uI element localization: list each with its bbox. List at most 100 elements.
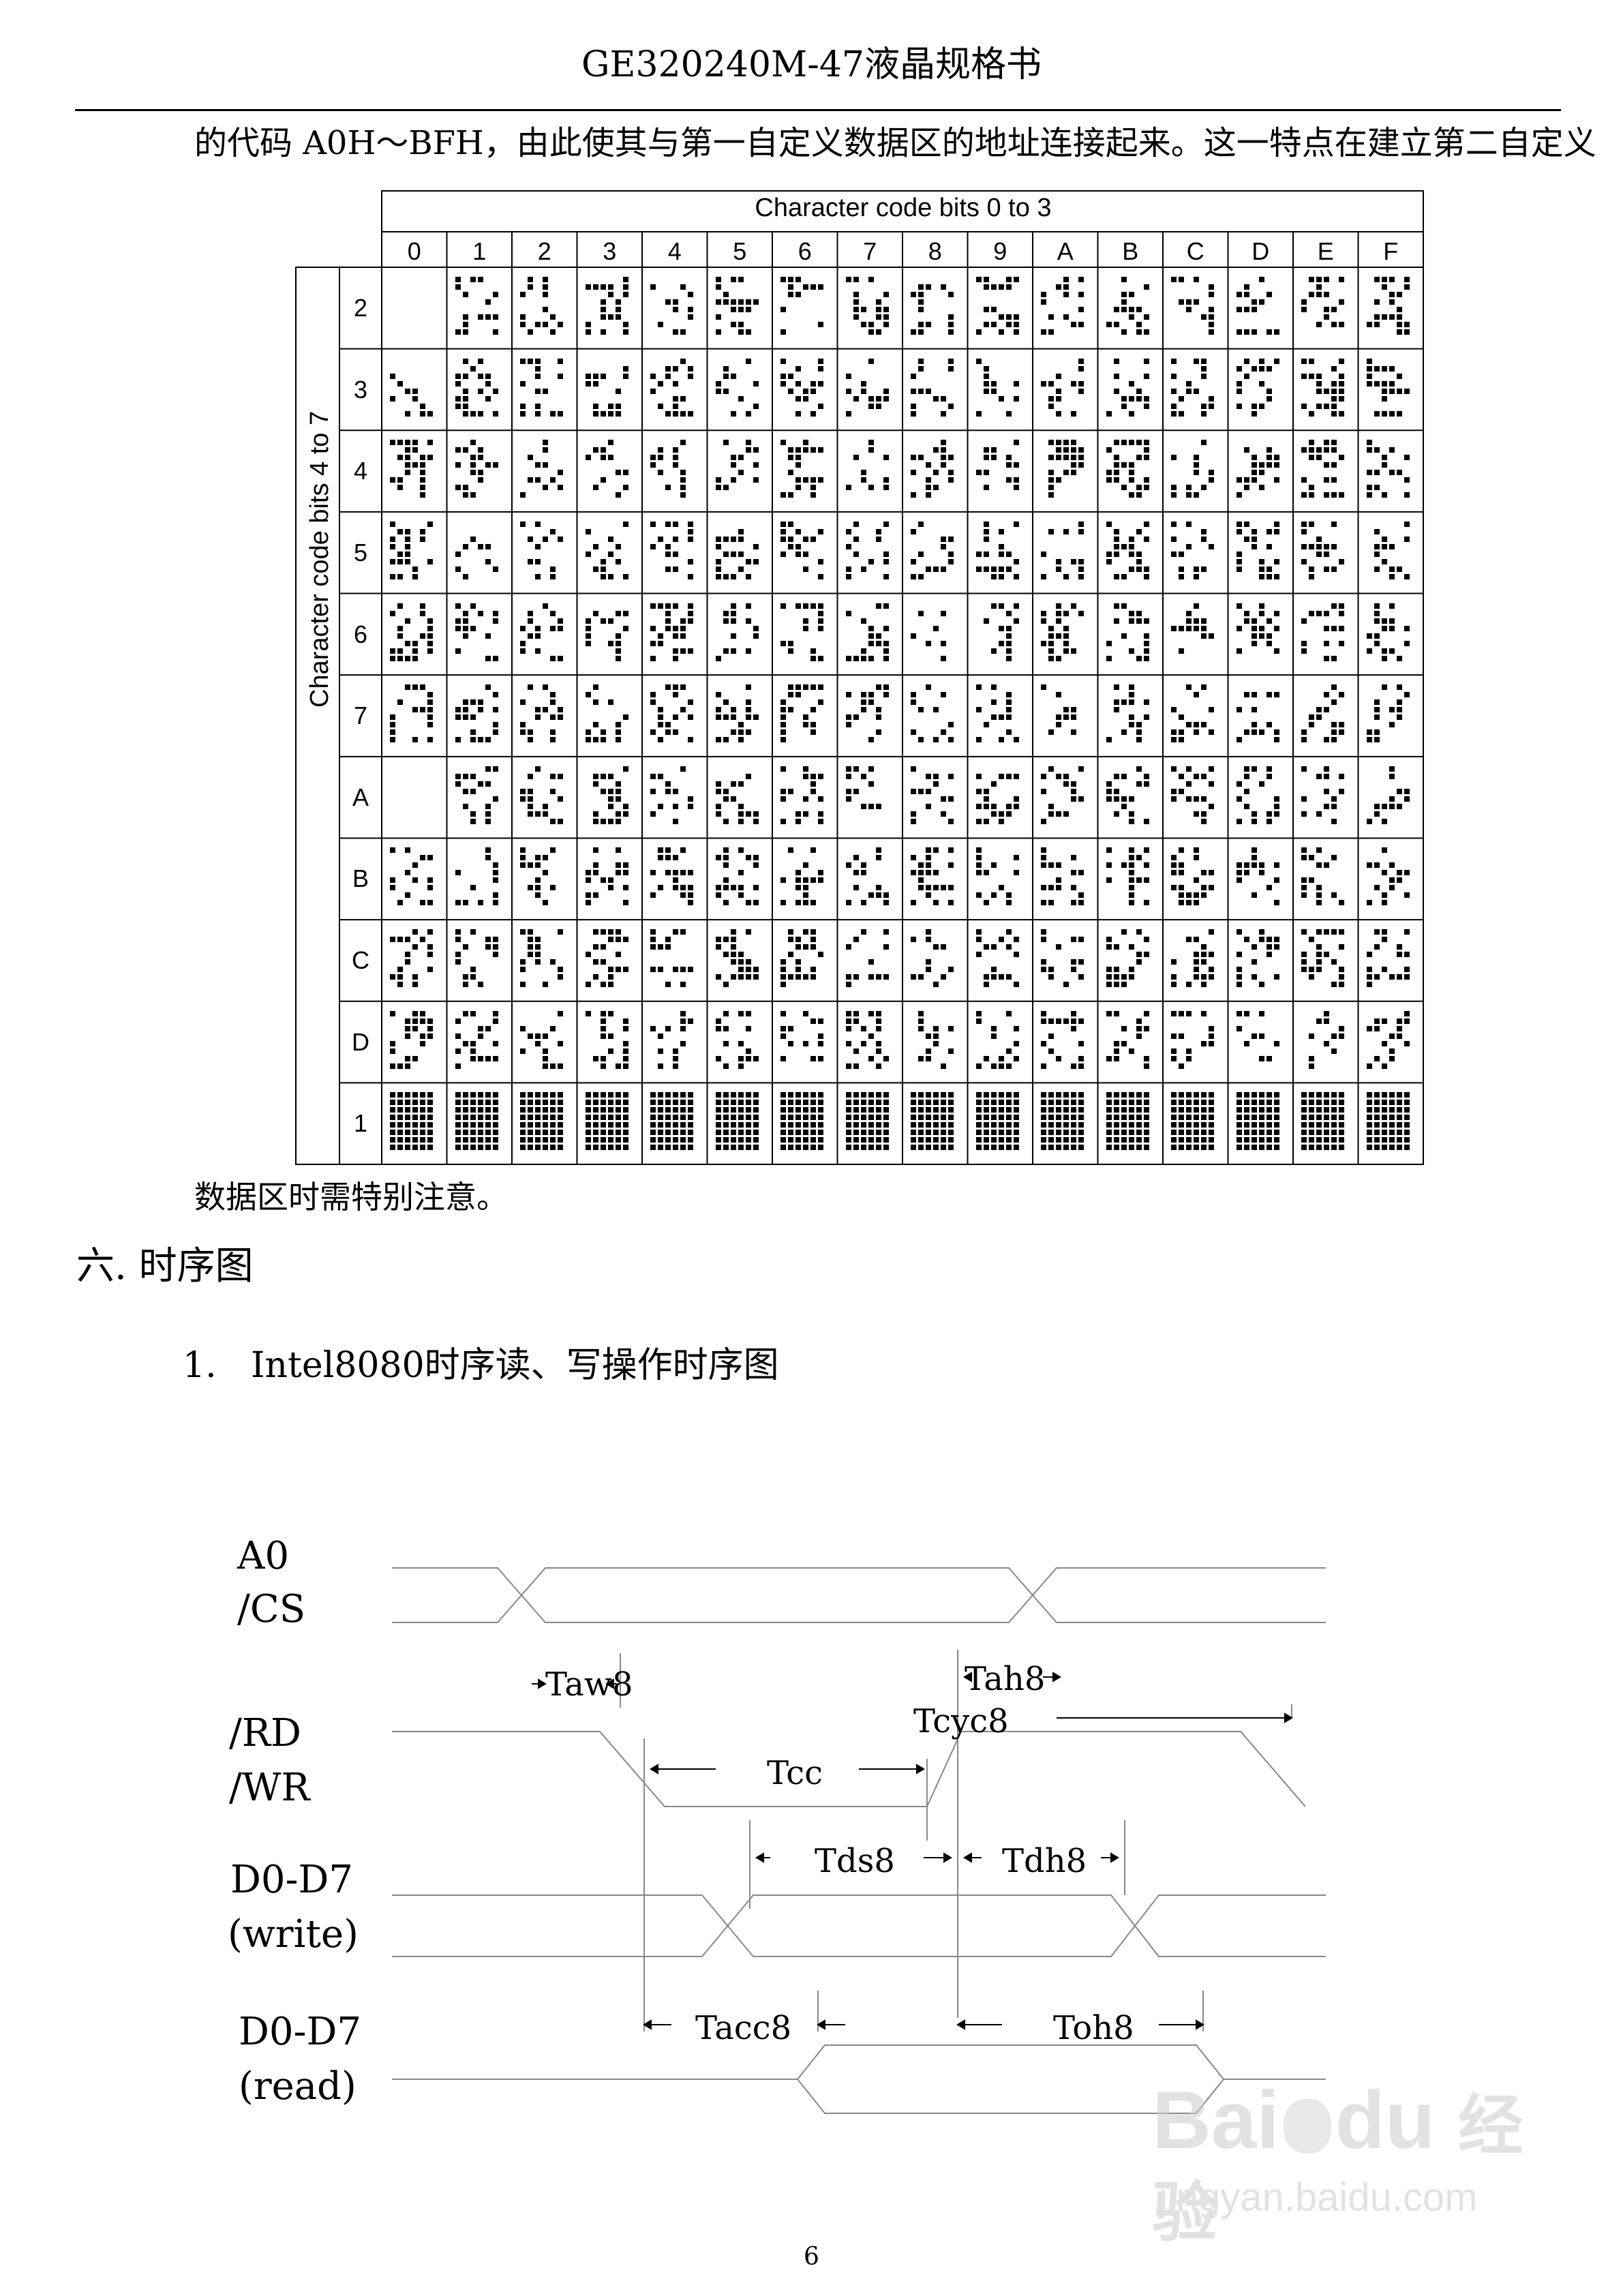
glyph-cell bbox=[708, 512, 773, 594]
glyph-cell bbox=[642, 1083, 708, 1164]
glyph-cell bbox=[382, 675, 447, 757]
glyph-cell bbox=[447, 675, 513, 757]
glyph-cell bbox=[1163, 1001, 1228, 1083]
glyph-cell bbox=[447, 757, 513, 839]
column-header: C bbox=[1186, 237, 1204, 265]
glyph-cell bbox=[1228, 594, 1294, 676]
timing-waveforms bbox=[392, 1567, 1326, 2114]
glyph-cell bbox=[968, 1083, 1033, 1164]
glyph-cell bbox=[772, 594, 838, 676]
dwrite-waveform-top bbox=[392, 1894, 1326, 1957]
intro-paragraph: 的代码 A0H～BFH，由此使其与第一自定义数据区的地址连接起来。这一特点在建立… bbox=[194, 124, 1596, 162]
glyph-cell bbox=[382, 430, 447, 512]
glyph-cell bbox=[1359, 1083, 1424, 1164]
glyph-cell bbox=[1293, 920, 1359, 1001]
row-header: 2 bbox=[353, 294, 368, 322]
signal-dwrite-sub: (write) bbox=[228, 1912, 359, 1957]
glyph-cell bbox=[1163, 430, 1228, 512]
glyph-cell bbox=[902, 757, 968, 839]
glyph-cell bbox=[1163, 757, 1228, 839]
glyph-cell bbox=[512, 267, 577, 349]
a0-cs-waveform-bottom bbox=[392, 1567, 1326, 1623]
signal-cs: /CS bbox=[237, 1587, 306, 1631]
glyph-cell bbox=[1163, 1083, 1228, 1164]
glyph-cell bbox=[642, 757, 708, 839]
timing-diagram: A0 /CS /RD /WR D0-D7 (write) D0-D7 (read… bbox=[0, 1486, 1623, 2168]
glyph-cell bbox=[512, 757, 577, 839]
glyph-cell bbox=[1033, 920, 1098, 1001]
glyph-cell bbox=[1033, 675, 1098, 757]
label-tacc8: Tacc8 bbox=[695, 2009, 792, 2047]
glyph-cell bbox=[1098, 838, 1164, 920]
glyph-cell bbox=[642, 838, 708, 920]
glyph-cell bbox=[382, 838, 447, 920]
glyph-cell bbox=[838, 349, 903, 431]
glyph-cell bbox=[1293, 675, 1359, 757]
glyph-cell bbox=[1228, 430, 1294, 512]
glyph-cell bbox=[1033, 267, 1098, 349]
column-header: 3 bbox=[603, 237, 617, 265]
column-header: 0 bbox=[407, 237, 421, 265]
glyph-cell bbox=[772, 838, 838, 920]
glyph-cell bbox=[512, 1001, 577, 1083]
glyph-cell bbox=[1359, 512, 1424, 594]
glyph-cell bbox=[1293, 594, 1359, 676]
glyph-cell bbox=[708, 1001, 773, 1083]
glyph-cell bbox=[1359, 430, 1424, 512]
glyph-cell bbox=[642, 594, 708, 676]
glyph-cell bbox=[1228, 920, 1294, 1001]
glyph-cell bbox=[708, 1083, 773, 1164]
glyph-cell bbox=[1098, 594, 1164, 676]
glyph-cell bbox=[708, 430, 773, 512]
glyph-cell bbox=[642, 349, 708, 431]
dread-waveform-bottom bbox=[797, 2079, 1224, 2114]
glyph-cell bbox=[447, 267, 513, 349]
glyph-cell bbox=[577, 512, 643, 594]
glyph-cell bbox=[447, 838, 513, 920]
glyph-cell bbox=[1033, 594, 1098, 676]
glyph-cell bbox=[1098, 512, 1164, 594]
glyph-cell bbox=[708, 675, 773, 757]
paw-icon bbox=[1283, 2099, 1331, 2154]
glyph-cell bbox=[902, 594, 968, 676]
label-toh8: Toh8 bbox=[1053, 2009, 1134, 2047]
glyph-cell bbox=[577, 430, 643, 512]
row-header: D bbox=[352, 1027, 369, 1056]
watermark-brand: Bai bbox=[1152, 2074, 1279, 2166]
glyph-cell bbox=[1228, 349, 1294, 431]
glyph-cell bbox=[1228, 512, 1294, 594]
glyph-cell bbox=[512, 838, 577, 920]
glyph-cell bbox=[1163, 349, 1228, 431]
glyph-cell bbox=[772, 267, 838, 349]
row-header: 7 bbox=[353, 701, 368, 730]
glyph-cell bbox=[968, 349, 1033, 431]
row-header: A bbox=[352, 783, 369, 811]
glyph-cell bbox=[1228, 757, 1294, 839]
dwrite-waveform-bottom bbox=[392, 1894, 1326, 1957]
label-tcc: Tcc bbox=[767, 1754, 823, 1792]
glyph-cell bbox=[577, 594, 643, 676]
glyph-cell bbox=[1098, 675, 1164, 757]
row-header: 3 bbox=[353, 375, 368, 404]
label-tah8: Tah8 bbox=[965, 1660, 1046, 1698]
glyph-cell bbox=[1163, 675, 1228, 757]
glyph-cell bbox=[968, 838, 1033, 920]
glyph-cell bbox=[1228, 267, 1294, 349]
glyph-cell bbox=[577, 920, 643, 1001]
row-header: 5 bbox=[353, 538, 368, 567]
glyph-cell bbox=[902, 675, 968, 757]
glyph-cell bbox=[447, 594, 513, 676]
glyph-cell bbox=[708, 838, 773, 920]
glyph-cell bbox=[1098, 757, 1164, 839]
glyph-cell bbox=[902, 1083, 968, 1164]
glyph-cell bbox=[1228, 1083, 1294, 1164]
glyph-cell bbox=[902, 430, 968, 512]
column-header: 9 bbox=[993, 237, 1007, 265]
signal-dread-sub: (read) bbox=[239, 2064, 357, 2109]
glyph-cell bbox=[708, 349, 773, 431]
glyph-cell bbox=[1293, 757, 1359, 839]
glyph-cell bbox=[1359, 675, 1424, 757]
glyph-cell bbox=[1033, 838, 1098, 920]
column-axis-title: Character code bits 0 to 3 bbox=[755, 194, 1052, 222]
